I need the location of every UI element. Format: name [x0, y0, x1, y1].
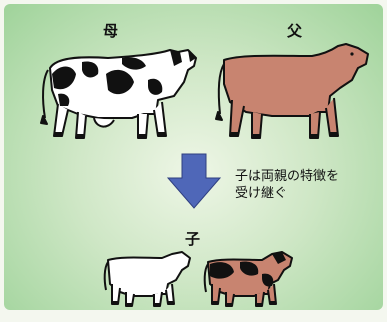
mother-label: 母	[103, 22, 119, 40]
down-arrow-icon	[166, 153, 222, 209]
mother-holstein-cow-icon	[40, 49, 197, 139]
child-label: 子	[185, 230, 201, 248]
father-label: 父	[287, 22, 303, 40]
child-white-calf-icon	[103, 251, 191, 307]
inheritance-caption: 子は両親の特徴を 受け継ぐ	[235, 169, 340, 201]
father-brown-cow-icon	[215, 43, 369, 139]
child-mixed-calf-icon	[203, 251, 293, 307]
